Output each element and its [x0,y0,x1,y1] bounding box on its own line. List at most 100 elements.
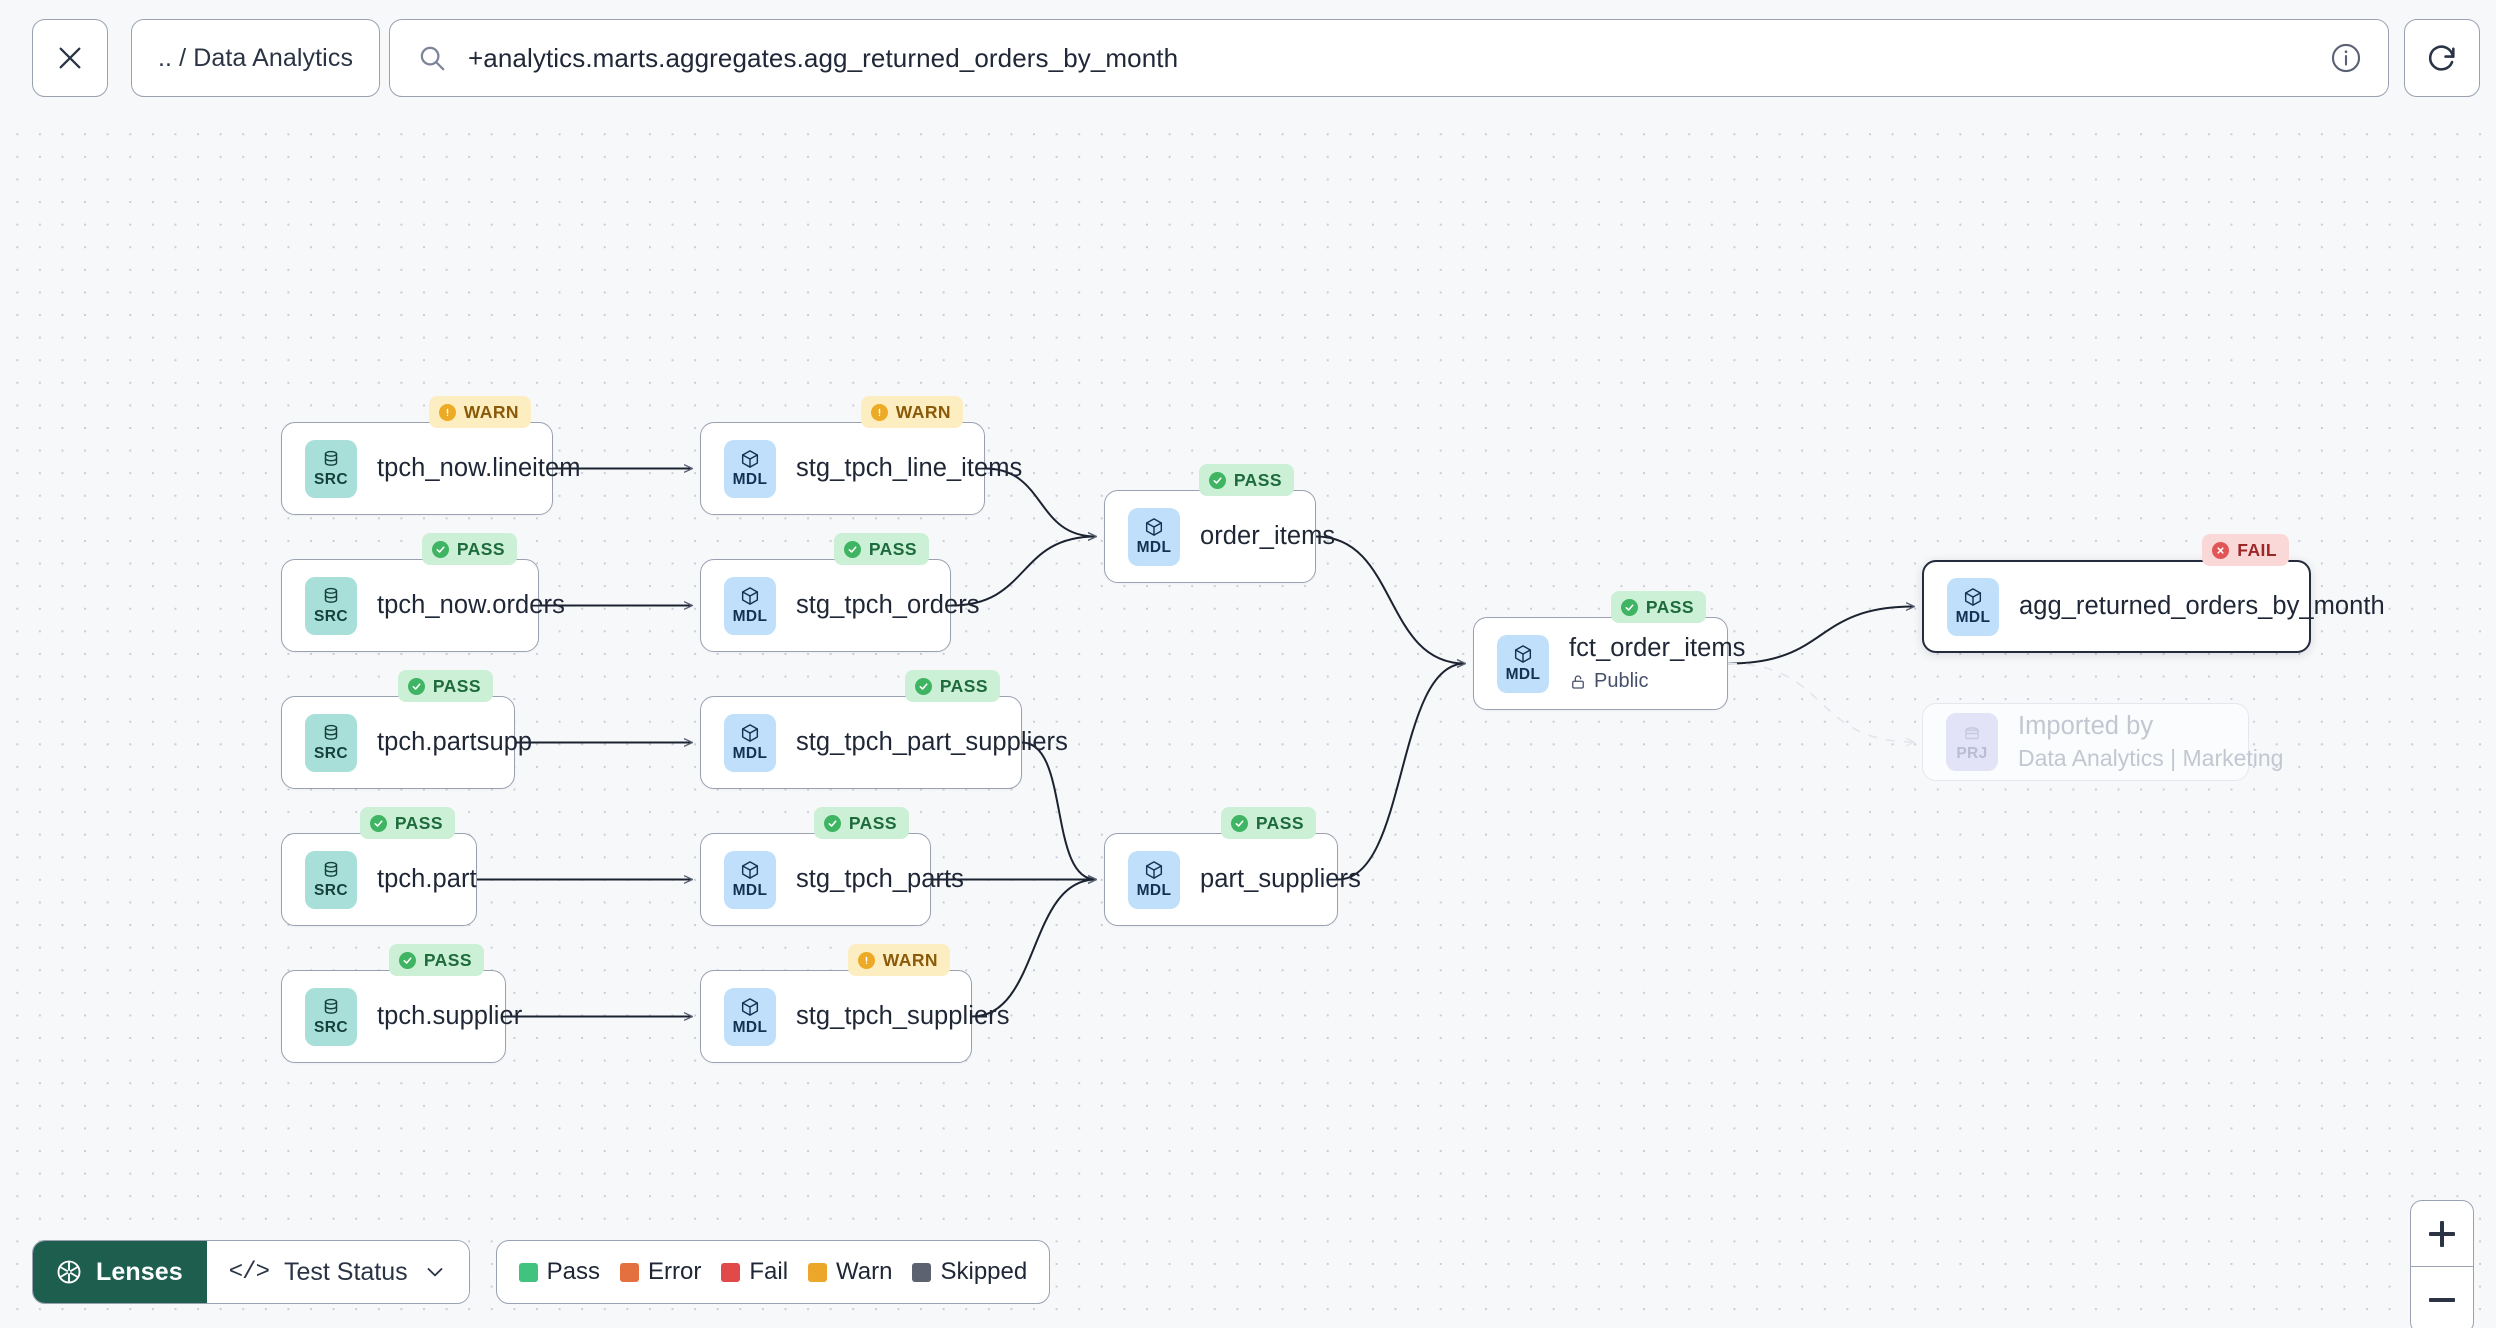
lineage-node-src_supplier[interactable]: SRC tpch.supplier [281,970,522,1063]
lineage-node-stg_parts[interactable]: MDL stg_tpch_parts [700,833,964,926]
status-dot-icon [398,951,416,969]
status-badge-pass[interactable]: PASS [1198,464,1294,496]
kind-label: MDL [1136,882,1172,899]
status-badge-pass[interactable]: PASS [813,807,909,839]
search-value: +analytics.marts.aggregates.agg_returned… [468,42,1179,73]
status-dot-icon [1208,471,1226,489]
status-badge-warn[interactable]: WARN [860,396,963,428]
legend-item-pass[interactable]: Pass [518,1258,601,1286]
legend-swatch-icon [721,1262,741,1282]
status-badge-pass[interactable]: PASS [421,533,517,565]
status-badge-pass[interactable]: PASS [359,807,455,839]
refresh-button[interactable] [2404,19,2480,97]
zoom-controls [2410,1200,2474,1328]
status-badge-fail[interactable]: FAIL [2202,534,2289,566]
search-input[interactable]: +analytics.marts.aggregates.agg_returned… [389,19,2389,97]
status-badge-label: PASS [868,538,917,559]
lineage-node-stg_part_suppliers[interactable]: MDL stg_tpch_part_suppliers [700,696,1068,789]
lenses-button[interactable]: Lenses [33,1241,207,1303]
zoom-out-button[interactable] [2411,1267,2473,1328]
mdl-kind-icon: MDL [1128,507,1180,566]
node-label: stg_tpch_parts [796,864,964,893]
status-badge-label: PASS [432,675,481,696]
legend-label: Skipped [940,1258,1028,1285]
status-badge-pass[interactable]: PASS [833,533,929,565]
lineage-node-src_part[interactable]: SRC tpch.part [281,833,477,926]
info-circle-icon[interactable] [2329,41,2363,75]
status-badge-pass[interactable]: PASS [1610,591,1706,623]
status-badge-label: PASS [423,949,472,970]
mdl-kind-icon: MDL [724,850,776,909]
bottom-toolbar: Lenses </> Test Status Pass Error Fail Warn… [32,1240,1051,1304]
node-text-block: tpch.supplier [377,1002,522,1031]
legend-item-fail[interactable]: Fail [721,1258,788,1286]
legend-label: Pass [546,1258,601,1285]
aperture-icon [55,1258,83,1286]
edge-fct_order_items-to-agg_returned [1727,607,1914,665]
minus-icon [2429,1287,2455,1313]
node-text-block: tpch.part [377,865,477,894]
kind-label: SRC [314,882,348,899]
kind-label: MDL [732,608,768,625]
plus-icon [2429,1220,2455,1247]
node-label: order_items [1200,521,1336,550]
breadcrumb[interactable]: .. / Data Analytics [131,19,381,97]
node-text-block: agg_returned_orders_by_month [2019,592,2385,621]
status-dot-icon [1620,598,1638,616]
mdl-kind-icon: MDL [724,439,776,498]
status-dot-icon [857,951,875,969]
status-badge-warn[interactable]: WARN [847,944,950,976]
status-badge-label: PASS [394,812,443,833]
code-icon: </> [228,1258,270,1286]
lineage-node-agg_returned[interactable]: MDL agg_returned_orders_by_month [1922,560,2385,653]
prj-kind-icon: PRJ [1946,713,1998,771]
status-dot-icon [369,814,387,832]
close-button[interactable] [32,19,108,97]
kind-label: MDL [732,471,768,488]
kind-label: MDL [732,1019,768,1036]
status-badge-pass[interactable]: PASS [388,944,484,976]
kind-label: PRJ [1956,744,1988,762]
mdl-kind-icon: MDL [1128,850,1180,909]
node-label: tpch.part [377,864,477,893]
mdl-kind-icon: MDL [724,713,776,772]
status-badge-label: WARN [895,401,951,422]
unlock-icon [1569,673,1587,691]
legend-item-skipped[interactable]: Skipped [912,1258,1027,1286]
test-status-dropdown[interactable]: </> Test Status [206,1241,469,1303]
status-dot-icon [1230,814,1248,832]
mdl-kind-icon: MDL [1947,577,1999,636]
status-badge-pass[interactable]: PASS [904,670,1000,702]
src-kind-icon: SRC [305,576,357,635]
lineage-node-stg_suppliers[interactable]: MDL stg_tpch_suppliers [700,970,1009,1063]
status-dot-icon [438,403,456,421]
status-badge-warn[interactable]: WARN [428,396,531,428]
status-badge-pass[interactable]: PASS [1220,807,1316,839]
status-dot-icon [843,540,861,558]
status-dot-icon [407,677,425,695]
legend-item-error[interactable]: Error [620,1258,701,1286]
status-dot-icon [2212,541,2230,559]
lineage-node-src_orders[interactable]: SRC tpch_now.orders [281,559,565,652]
node-text-block: tpch_now.orders [377,591,565,620]
status-badge-label: PASS [1645,596,1694,617]
kind-label: MDL [732,745,768,762]
zoom-in-button[interactable] [2411,1201,2473,1267]
kind-label: SRC [314,1019,348,1036]
node-label: stg_tpch_suppliers [796,1001,1010,1030]
lineage-node-order_items[interactable]: MDL order_items [1104,490,1335,583]
status-badge-pass[interactable]: PASS [397,670,493,702]
src-kind-icon: SRC [305,713,357,772]
node-text-block: stg_tpch_part_suppliers [796,728,1068,757]
legend-item-warn[interactable]: Warn [808,1258,892,1286]
